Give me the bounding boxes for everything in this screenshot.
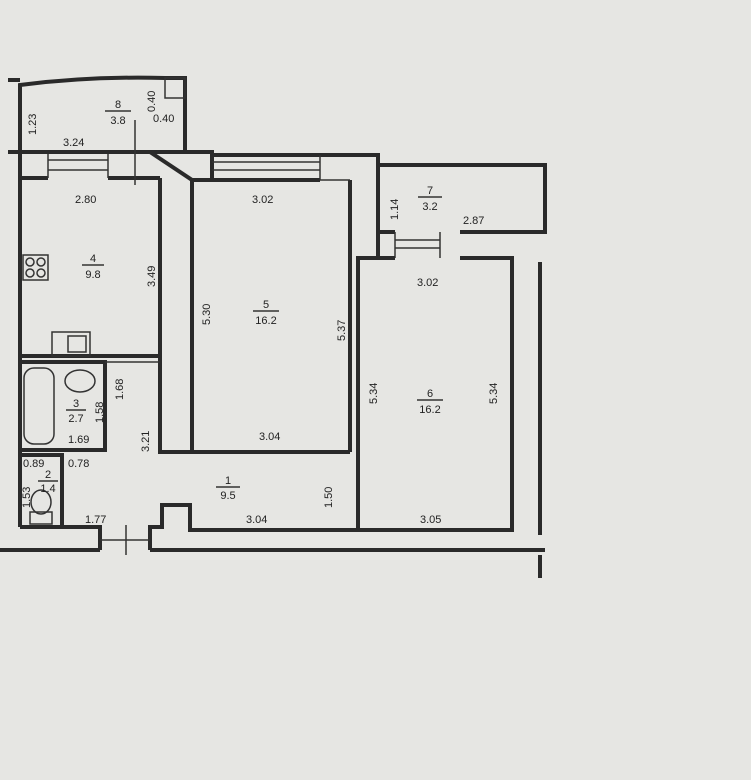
dimension-label: 1.77 bbox=[85, 514, 106, 526]
stove-icon bbox=[22, 254, 49, 281]
dimension-label: 5.30 bbox=[201, 304, 213, 325]
dimension-label: 2.80 bbox=[75, 194, 96, 206]
room-8-number: 8 bbox=[115, 99, 121, 111]
dimension-label: 1.69 bbox=[68, 434, 89, 446]
room-5-number: 5 bbox=[263, 299, 269, 311]
walls bbox=[0, 75, 547, 578]
room-4-number: 4 bbox=[90, 253, 96, 265]
room-6-number: 6 bbox=[427, 388, 433, 400]
dimension-label: 3.05 bbox=[420, 514, 441, 526]
dimension-label: 0.40 bbox=[146, 91, 158, 112]
dimension-label: 3.02 bbox=[252, 194, 273, 206]
room-2-number: 2 bbox=[45, 469, 51, 481]
dimension-label: 3.24 bbox=[63, 137, 84, 149]
dimension-label: 1.58 bbox=[94, 402, 106, 423]
room-1-number: 1 bbox=[225, 475, 231, 487]
dimension-label: 0.89 bbox=[23, 458, 44, 470]
room-3-area: 2.7 bbox=[68, 413, 83, 425]
dimension-label: 3.04 bbox=[246, 514, 267, 526]
room-4-area: 9.8 bbox=[85, 269, 100, 281]
dimension-labels: 1.23 3.24 0.40 0.40 2.80 3.49 3.02 5.30 … bbox=[21, 91, 500, 526]
dimension-label: 5.34 bbox=[488, 383, 500, 404]
dimension-label: 2.87 bbox=[463, 215, 484, 227]
room-2-area: 1.4 bbox=[40, 483, 55, 495]
dimension-label: 0.78 bbox=[68, 458, 89, 470]
room-8-area: 3.8 bbox=[110, 115, 125, 127]
room-7-number: 7 bbox=[427, 185, 433, 197]
dimension-label: 5.37 bbox=[336, 320, 348, 341]
room-6-area: 16.2 bbox=[419, 404, 440, 416]
washbasin-icon bbox=[64, 369, 96, 393]
dimension-label: 1.50 bbox=[323, 487, 335, 508]
dimension-label: 3.02 bbox=[417, 277, 438, 289]
room-1-area: 9.5 bbox=[220, 490, 235, 502]
dimension-label: 3.04 bbox=[259, 431, 280, 443]
dimension-label: 3.21 bbox=[140, 431, 152, 452]
dimension-label: 3.49 bbox=[146, 266, 158, 287]
fixtures bbox=[22, 254, 96, 525]
room-3-number: 3 bbox=[73, 398, 79, 410]
sink-icon bbox=[51, 331, 91, 357]
room-7-area: 3.2 bbox=[422, 201, 437, 213]
room-5-area: 16.2 bbox=[255, 315, 276, 327]
dimension-label: 1.14 bbox=[389, 199, 401, 220]
dimension-label: 1.53 bbox=[21, 487, 33, 508]
dimension-label: 1.68 bbox=[114, 379, 126, 400]
dimension-label: 1.23 bbox=[27, 114, 39, 135]
bathtub-icon bbox=[23, 367, 55, 445]
toilet-icon bbox=[29, 489, 53, 525]
room-labels: 8 3.8 4 9.8 5 16.2 6 16.2 7 3.2 3 2.7 2 … bbox=[38, 99, 443, 502]
dimension-label: 0.40 bbox=[153, 113, 174, 125]
dimension-label: 5.34 bbox=[368, 383, 380, 404]
